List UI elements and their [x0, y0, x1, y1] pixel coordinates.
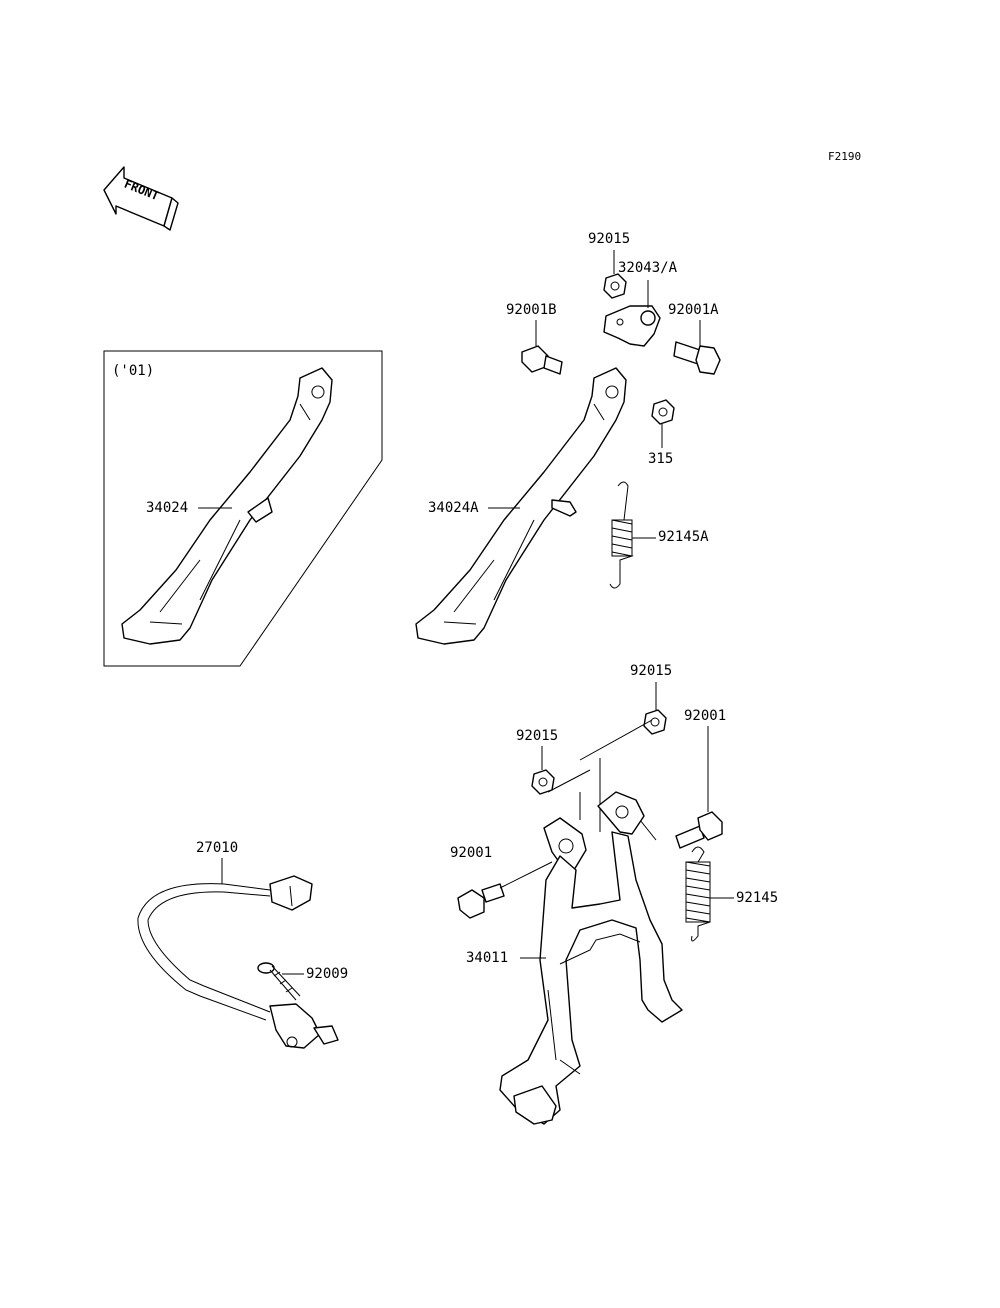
inset-01-box: ('01) — [103, 350, 383, 667]
label-92145A: 92145A — [658, 529, 709, 545]
label-92145: 92145 — [736, 890, 778, 906]
spring-92145A — [609, 481, 634, 589]
bolt-92001A — [673, 341, 721, 375]
switch-harness-27010 — [137, 875, 339, 1049]
screw-92009 — [257, 962, 301, 1001]
label-27010: 27010 — [196, 840, 238, 856]
label-34011: 34011 — [466, 950, 508, 966]
label-92001B: 92001B — [506, 302, 557, 318]
bracket-32043A — [603, 305, 661, 347]
nut-92015-top — [603, 273, 627, 299]
label-92015-right: 92015 — [630, 663, 672, 679]
label-92001-right: 92001 — [684, 708, 726, 724]
label-315: 315 — [648, 451, 673, 467]
side-stand-34024 — [121, 367, 333, 645]
label-32043A: 32043/A — [618, 260, 678, 276]
nut-315 — [651, 399, 675, 425]
inset-label: ('01) — [112, 363, 154, 379]
front-arrow-icon: FRONT — [103, 166, 179, 231]
label-92015-top: 92015 — [588, 231, 630, 247]
nut-92015-right — [643, 709, 667, 735]
spring-92145 — [685, 846, 711, 942]
label-92015-left: 92015 — [516, 728, 558, 744]
bolt-92001-left — [457, 883, 505, 919]
label-34024: 34024 — [146, 500, 188, 516]
label-92009: 92009 — [306, 966, 348, 982]
side-stand-34024A — [415, 367, 627, 645]
figure-code: F2190 — [828, 150, 861, 163]
label-92001A: 92001A — [668, 302, 719, 318]
bolt-92001B — [521, 345, 563, 375]
label-34024A: 34024A — [428, 500, 479, 516]
bolt-92001-right — [675, 811, 723, 849]
label-92001-left: 92001 — [450, 845, 492, 861]
center-stand-34011 — [499, 719, 683, 1125]
